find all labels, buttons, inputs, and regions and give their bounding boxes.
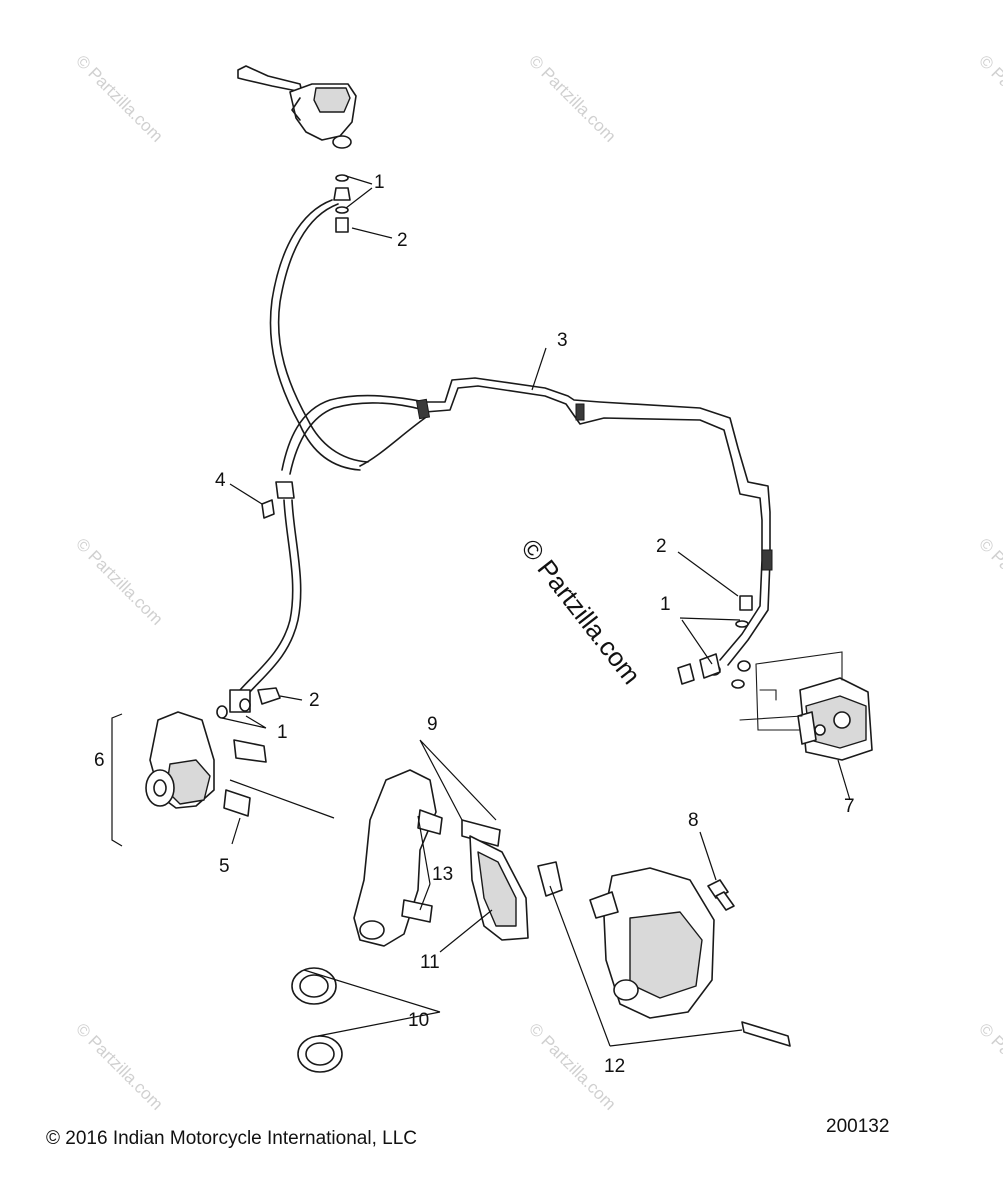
callout-10: 10 (408, 1010, 429, 1031)
bleeder-valve[interactable] (707, 879, 735, 911)
callout-2: 2 (309, 690, 320, 711)
caliper-bracket[interactable] (353, 769, 501, 947)
callout-5: 5 (219, 856, 230, 877)
lower-brake-hose (239, 499, 294, 691)
callout-8: 8 (688, 810, 699, 831)
watermark-group: © Partzilla.com © Partzilla.com © Partzi… (72, 51, 1003, 1113)
hose-loop (359, 417, 426, 467)
callout-1: 1 (374, 172, 385, 193)
callout-13: 13 (432, 864, 453, 885)
callout-4: 4 (215, 470, 226, 491)
watermark-center: © Partzilla.com (515, 533, 647, 690)
watermark-text: © Partzilla.com (72, 1019, 166, 1113)
hose-loop (289, 402, 425, 475)
hose-loop (281, 394, 426, 471)
callout-11: 11 (420, 952, 440, 973)
upper-brake-hose (269, 199, 361, 471)
callout-3: 3 (557, 330, 568, 351)
brake-line-assembly[interactable] (415, 377, 773, 666)
abs-banjo-fitting[interactable] (677, 595, 753, 689)
hose-clamp[interactable] (261, 481, 295, 519)
lower-brake-hose (247, 499, 302, 695)
lower-banjo-fitting[interactable] (216, 687, 281, 719)
caliper-pistons[interactable] (291, 967, 343, 1073)
callout-12: 12 (604, 1056, 625, 1077)
abs-module[interactable] (739, 651, 873, 761)
callout-labels: 1 2 3 4 2 1 2 1 6 5 9 13 11 10 12 8 7 (94, 172, 855, 1077)
watermark-text: © Partzilla.com (975, 51, 1003, 145)
callout-2: 2 (656, 536, 667, 557)
upper-brake-hose (277, 203, 369, 463)
watermark-text: © Partzilla.com (975, 534, 1003, 628)
callout-2: 2 (397, 230, 408, 251)
callout-9: 9 (427, 714, 438, 735)
upper-banjo-fitting[interactable] (333, 174, 351, 233)
master-cylinder[interactable] (237, 65, 357, 149)
leader-lines (111, 175, 851, 1047)
callout-6: 6 (94, 750, 105, 771)
brake-pads[interactable] (469, 835, 529, 941)
watermark-text: © Partzilla.com (975, 1019, 1003, 1113)
callout-7: 7 (844, 796, 855, 817)
watermark-text: © Partzilla.com (72, 51, 166, 145)
callout-1: 1 (660, 594, 671, 615)
drawing-number: 200132 (826, 1116, 890, 1137)
callout-1: 1 (277, 722, 288, 743)
caliper-pin-bolt[interactable] (741, 1021, 791, 1047)
rear-caliper[interactable] (589, 867, 715, 1019)
front-caliper[interactable] (145, 711, 267, 817)
copyright-notice: © 2016 Indian Motorcycle International, … (46, 1128, 417, 1149)
watermark-text: © Partzilla.com (72, 534, 166, 628)
watermark-text: © Partzilla.com (525, 51, 619, 145)
pad-spring[interactable] (537, 861, 563, 897)
